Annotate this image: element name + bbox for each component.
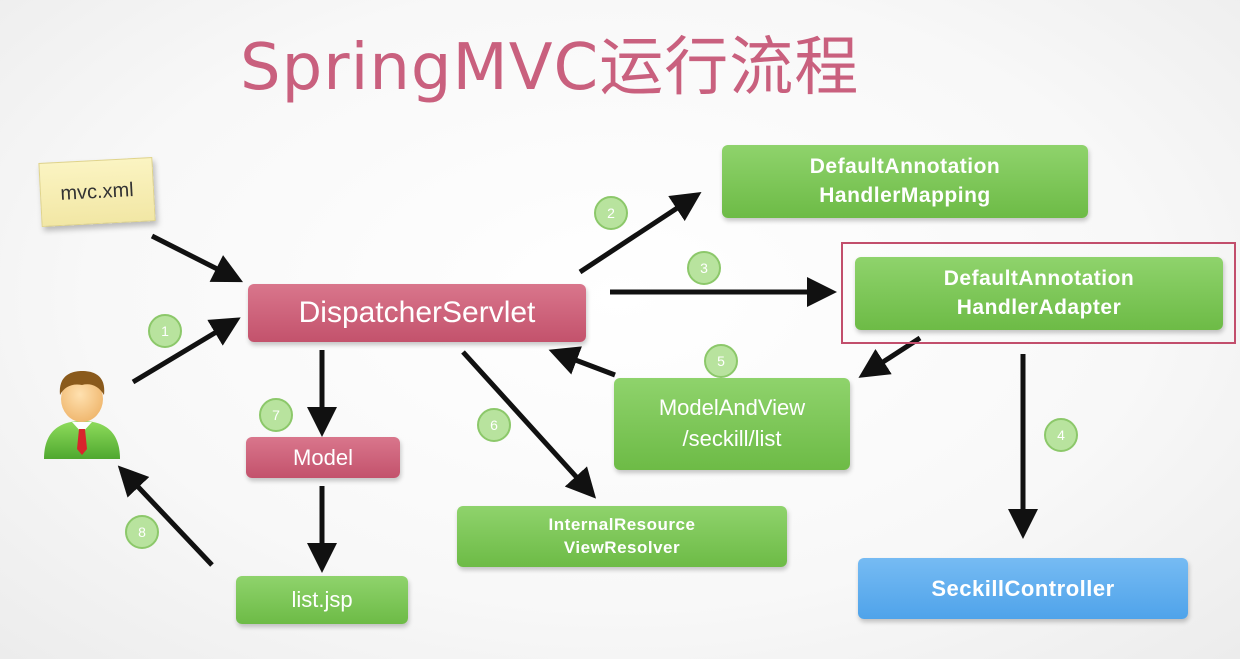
step-badge-6: 6 <box>477 408 511 442</box>
config-note: mvc.xml <box>38 157 156 227</box>
seckill-controller-box: SeckillController <box>858 558 1188 619</box>
arrow-list-jsp-to-user <box>117 465 214 567</box>
step-badge-3: 3 <box>687 251 721 285</box>
step-badge-5: 5 <box>704 344 738 378</box>
view-resolver-box: InternalResource ViewResolver <box>457 506 787 567</box>
list-jsp-box: list.jsp <box>236 576 408 624</box>
arrow-dispatcher-to-view-resolver <box>461 350 597 499</box>
model-and-view-box: ModelAndView /seckill/list <box>614 378 850 470</box>
arrow-model-and-view-to-dispatcher <box>548 346 616 378</box>
step-badge-4: 4 <box>1044 418 1078 452</box>
user-icon <box>44 371 120 459</box>
model-box: Model <box>246 437 400 478</box>
handler-mapping-box: DefaultAnnotation HandlerMapping <box>722 145 1088 218</box>
step-badge-2: 2 <box>594 196 628 230</box>
handler-adapter-box: DefaultAnnotation HandlerAdapter <box>855 257 1223 330</box>
dispatcher-servlet-box: DispatcherServlet <box>248 284 586 342</box>
step-badge-7: 7 <box>259 398 293 432</box>
page-title: SpringMVC运行流程 <box>240 31 860 105</box>
arrow-config-to-dispatcher <box>150 233 244 283</box>
arrow-dispatcher-to-handler-mapping <box>578 192 702 275</box>
handler-adapter-highlight <box>841 242 1236 344</box>
step-badge-1: 1 <box>148 314 182 348</box>
arrow-user-to-dispatcher <box>131 317 241 385</box>
step-badge-8: 8 <box>125 515 159 549</box>
